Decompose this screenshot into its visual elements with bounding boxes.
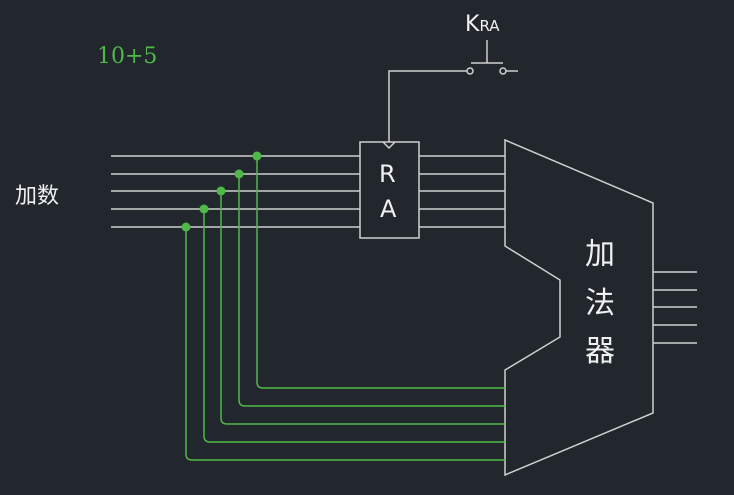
register-label-a: A xyxy=(380,195,397,223)
switch-label-sub: RA xyxy=(479,17,500,35)
title: 10+5 xyxy=(97,44,158,69)
clock-triangle xyxy=(382,141,396,150)
switch-wire xyxy=(388,70,467,142)
switch-contact xyxy=(466,67,474,75)
adder-label-3: 器 xyxy=(585,334,615,369)
switch-contact xyxy=(499,67,507,75)
register-ra xyxy=(359,141,420,239)
switch-label: KRA xyxy=(465,12,500,37)
adder-output-bus xyxy=(653,271,697,344)
input-label: 加数 xyxy=(15,184,60,209)
junction-dots xyxy=(181,151,262,232)
register-label-r: R xyxy=(379,160,396,188)
adder-label-2: 法 xyxy=(585,286,615,321)
green-wires xyxy=(185,156,505,461)
switch-label-main: K xyxy=(465,12,480,37)
input-bus xyxy=(111,155,360,228)
adder-label-1: 加 xyxy=(585,237,615,272)
adder-shape xyxy=(504,138,654,477)
ra-output-bus xyxy=(419,155,505,228)
